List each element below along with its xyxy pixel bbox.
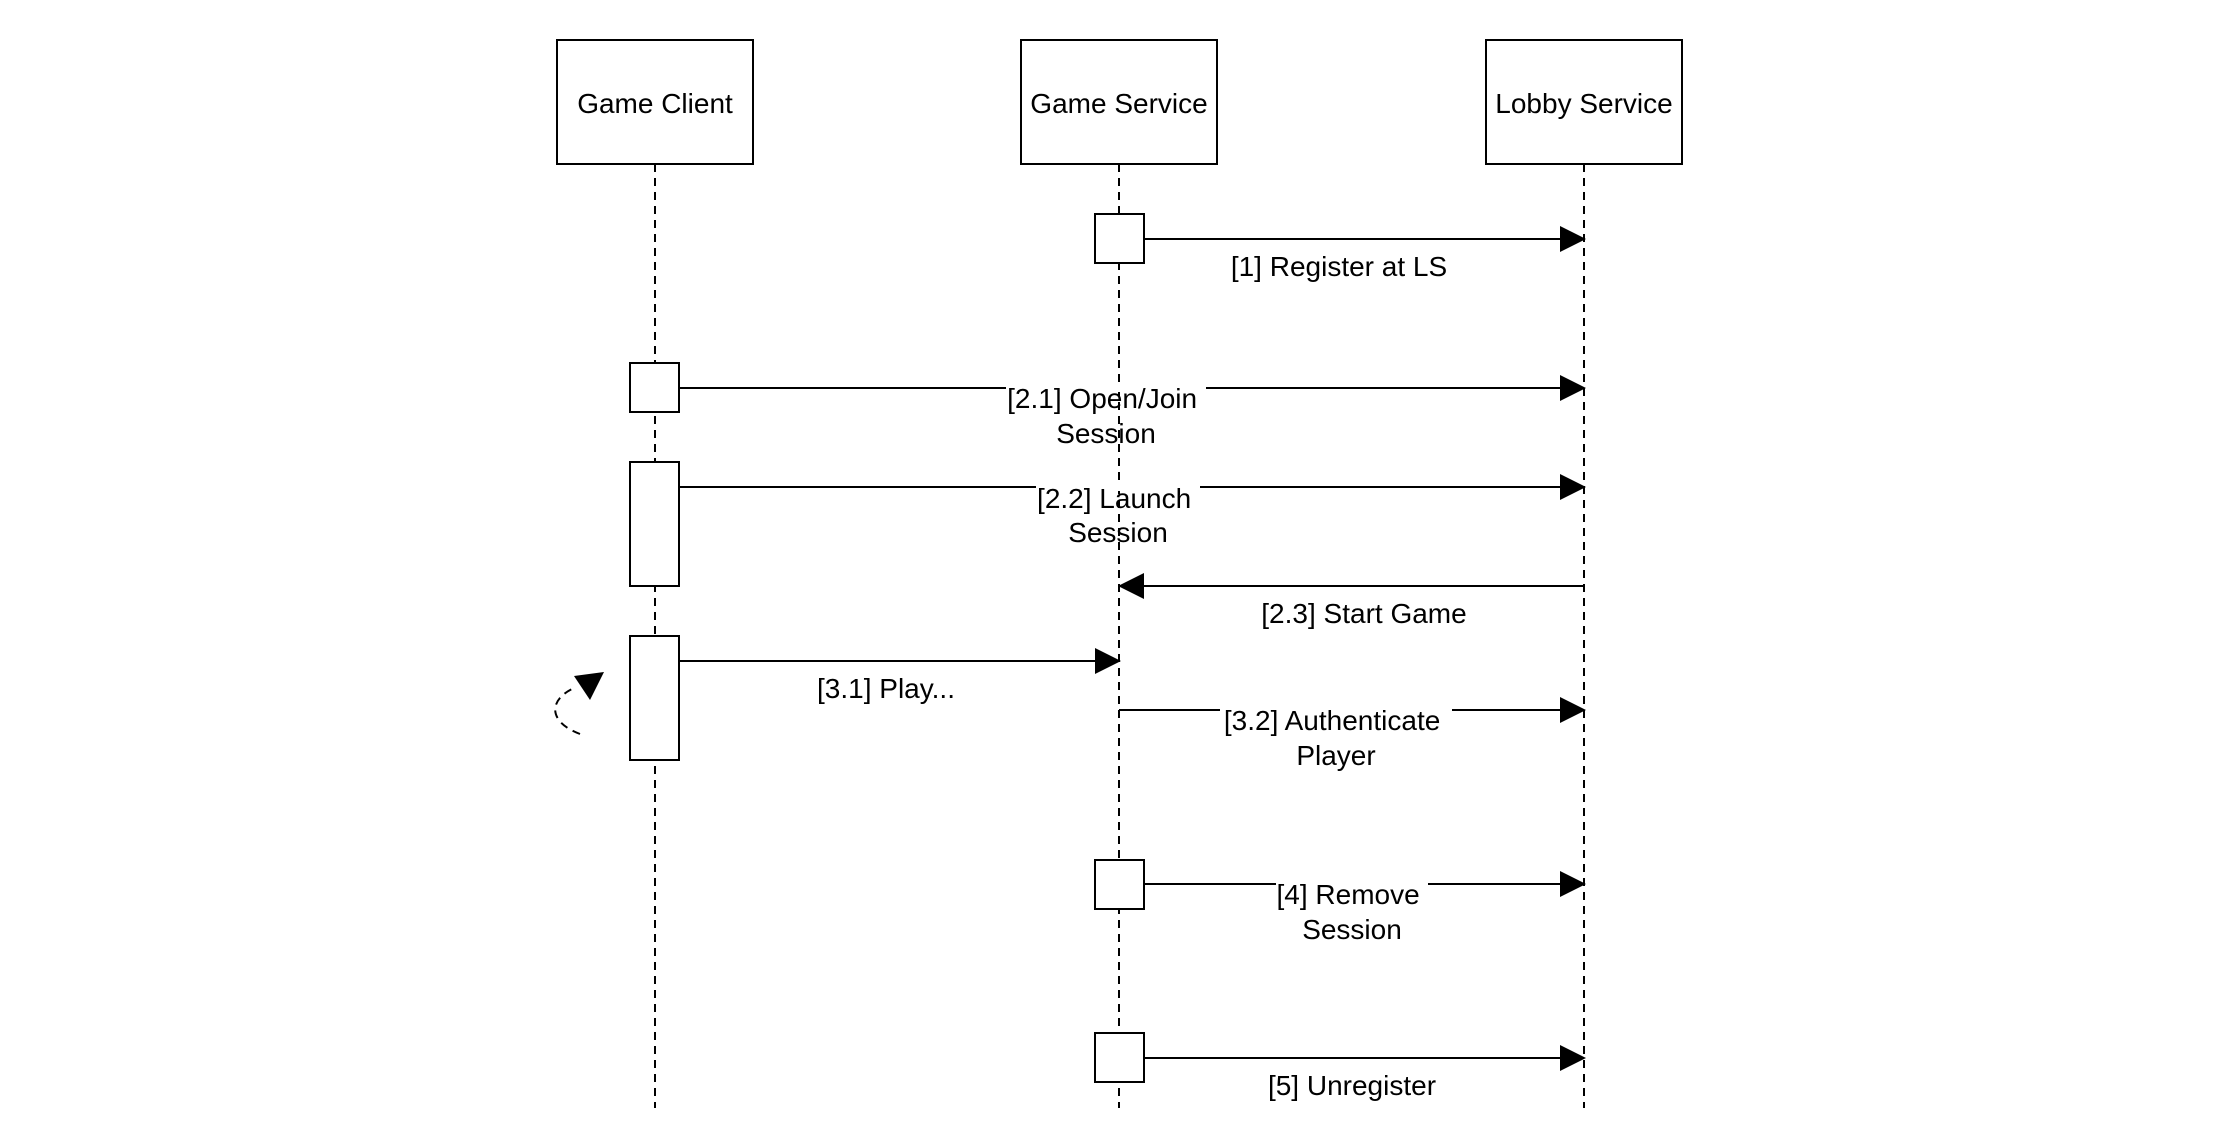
arrowhead [1095,648,1121,674]
message-authenticate-player: [3.2] Authenticate Player [1119,697,1586,771]
activation-bar [629,461,680,587]
label-background [1036,481,1200,491]
label-line: [2.3] Start Game [1261,598,1466,629]
participant-title: Game Service [1030,88,1207,119]
participant-title: Lobby Service [1495,88,1672,119]
participant-box [1485,39,1683,165]
message-label: [2.2] Launch Session [1037,483,1199,548]
label-line: [1] Register at LS [1231,251,1447,282]
label-line: [4] Remove [1277,879,1420,910]
label-line: [2.1] Open/Join [1007,383,1197,414]
message-label: [1] Register at LS [1231,251,1447,282]
activation-bar [1094,859,1145,910]
message-label: [2.1] Open/Join Session [1007,383,1205,449]
arrowhead [1560,226,1586,252]
activation-bar [1094,213,1145,264]
loop-indicator [554,672,604,735]
arrowhead [1560,375,1586,401]
participant-lobby-service: Lobby Service [1485,39,1683,165]
label-line: [3.1] Play... [817,673,955,704]
loop-curve [554,687,581,735]
activation-bar [629,635,680,761]
label-line: Player [1296,740,1375,771]
activation-bar [629,362,680,413]
message-play: [3.1] Play... [679,648,1121,704]
label-line: [3.2] Authenticate [1224,705,1440,736]
participant-game-client: Game Client [556,39,754,165]
message-start-game: [2.3] Start Game [1118,573,1584,629]
message-label: [5] Unregister [1268,1070,1436,1101]
label-line: Session [1068,517,1168,548]
message-label: [2.3] Start Game [1261,598,1466,629]
participant-title: Game Client [577,88,733,119]
message-register: [1] Register at LS [1144,226,1586,282]
message-launch-session: [2.2] Launch Session [679,474,1586,548]
label-background [1006,382,1206,392]
activation-bar [1094,1032,1145,1083]
label-background [1220,704,1452,714]
label-background [1276,878,1428,888]
message-label: [3.1] Play... [817,673,955,704]
arrowhead [1560,697,1586,723]
label-line: Session [1302,914,1402,945]
label-line: Session [1056,418,1156,449]
arrowhead [574,672,604,700]
arrowhead [1560,1045,1586,1071]
participant-box [1020,39,1218,165]
message-unregister: [5] Unregister [1144,1045,1586,1101]
label-line: [5] Unregister [1268,1070,1436,1101]
message-remove-session: [4] Remove Session [1144,871,1586,945]
label-line: [2.2] Launch [1037,483,1191,514]
message-open-join-session: [2.1] Open/Join Session [679,375,1586,449]
message-label: [4] Remove Session [1277,879,1428,945]
arrowhead [1560,474,1586,500]
participant-box [556,39,754,165]
arrowhead [1118,573,1144,599]
message-label: [3.2] Authenticate Player [1224,705,1448,771]
arrowhead [1560,871,1586,897]
participant-game-service: Game Service [1020,39,1218,165]
